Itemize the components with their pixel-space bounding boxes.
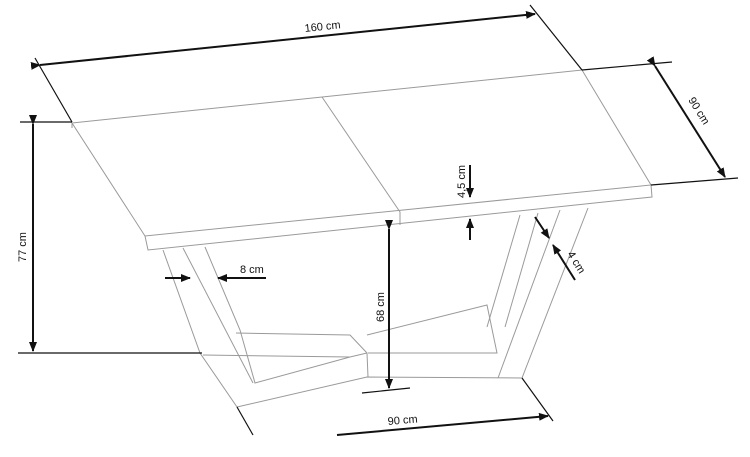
dimension-leg-thickness: 4 cm (534, 216, 587, 281)
leg-width-label: 8 cm (240, 264, 264, 276)
dimension-length: 160 cm (30, 4, 583, 123)
base-depth-label: 90 cm (387, 413, 418, 428)
dimension-top-thickness: 4,5 cm (456, 165, 474, 240)
dimension-depth: 90 cm (581, 56, 739, 186)
dimension-leg-width: 8 cm (165, 264, 266, 282)
table-base (162, 207, 589, 408)
dimension-height: 77 cm (17, 115, 202, 354)
dimension-leg-height: 68 cm (361, 220, 411, 394)
top-thickness-label: 4,5 cm (456, 165, 468, 198)
height-label: 77 cm (17, 232, 29, 262)
dimension-base-depth: 90 cm (236, 377, 554, 436)
leg-thickness-label: 4 cm (564, 249, 587, 276)
length-label: 160 cm (304, 19, 341, 35)
leg-height-label: 68 cm (375, 292, 387, 322)
tabletop (71, 69, 653, 251)
